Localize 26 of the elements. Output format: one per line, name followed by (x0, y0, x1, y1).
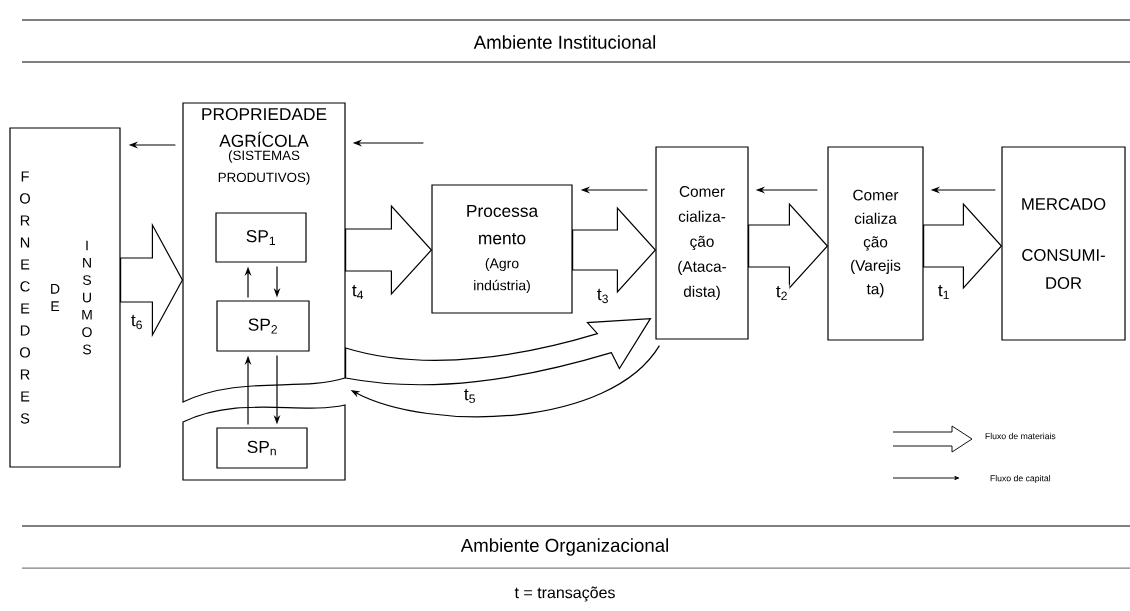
hollow-arrow (120, 222, 184, 338)
band-heading: Ambiente Organizacional (460, 538, 668, 556)
process-box: Processa mento (Agro indústria) (431, 184, 573, 314)
edge-label: t$_{3}$ (595, 287, 611, 305)
edge-label: t$_{5}$ (462, 387, 478, 405)
edge-label: t$_{4}$ (350, 283, 366, 301)
footnote: t = transações (514, 586, 615, 602)
subsystem-box: SP$_{2}$ (216, 300, 310, 352)
hollow-arrow (572, 206, 657, 294)
hollow-arrow (923, 202, 1003, 290)
band-heading: Ambiente Institucional (473, 35, 656, 49)
market-box: MERCADO CONSUMI- DOR (1001, 146, 1126, 341)
legend-label: Fluxo de capital (990, 474, 1051, 484)
process-box: Comer cializa- ção (Ataca- dista) (655, 146, 749, 340)
edge-label: t$_{6}$ (129, 313, 145, 331)
hollow-arrow (345, 318, 651, 386)
subsystem-box: SP$_{n}$ (216, 427, 308, 469)
edge-label: t$_{2}$ (774, 284, 790, 302)
edge-label: t$_{1}$ (936, 283, 952, 301)
process-box: Comer cializa ção (Varejis ta) (827, 146, 924, 341)
hollow-arrow (748, 202, 829, 290)
subsystem-box: SP$_{1}$ (215, 212, 307, 263)
hollow-arrow (345, 204, 433, 296)
farm-band (182, 404, 346, 481)
legend-label: Fluxo de materiais (985, 432, 1056, 440)
supplier-box: FORNECEDORES DE INSUMOS (9, 127, 121, 468)
